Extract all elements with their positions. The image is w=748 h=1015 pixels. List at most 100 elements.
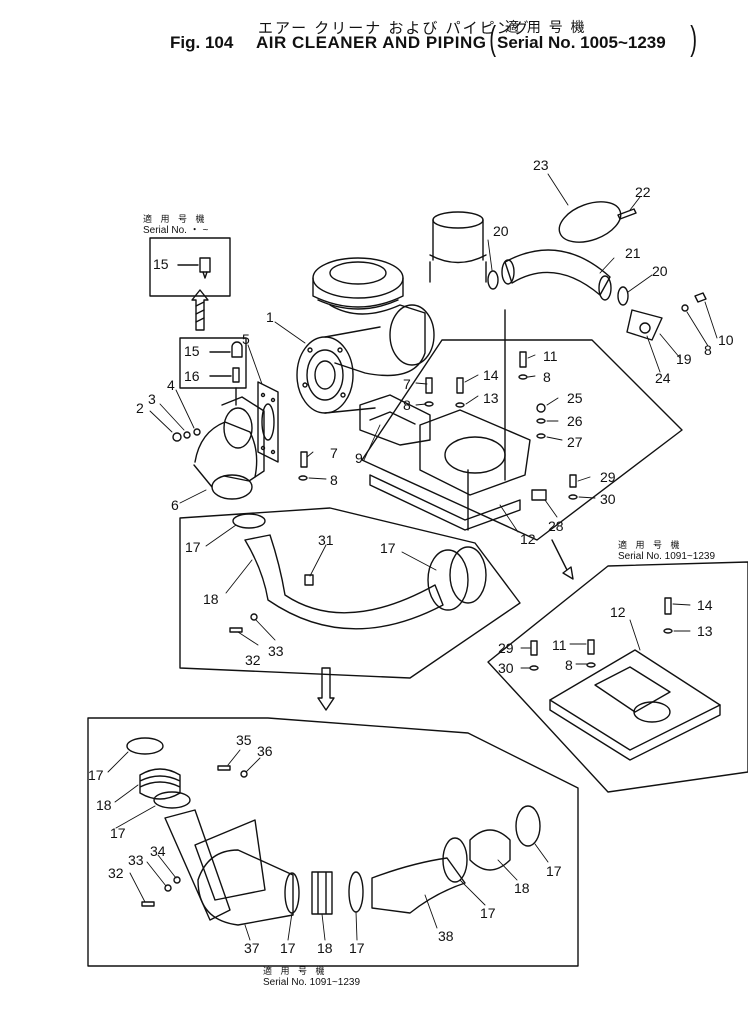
note-right: 適 用 号 機 Serial No. 1091~1239 (618, 540, 715, 562)
figure-number: Fig. 104 (170, 33, 234, 52)
callout-17-mid-left: 17 (185, 539, 201, 555)
bolt-7-lower (300, 451, 308, 468)
bolt-35 (217, 765, 231, 771)
callout-13-alt: 13 (697, 623, 713, 639)
figure-title: AIR CLEANER AND PIPING (256, 33, 487, 52)
callout-24: 24 (655, 370, 671, 386)
washer-4 (193, 428, 201, 436)
air-cleaner-body (296, 257, 435, 446)
callout-15: 15 (184, 343, 200, 359)
washer-8-right (681, 304, 689, 312)
hose-18-middle (244, 534, 487, 630)
leader-lines (107, 173, 718, 941)
note-bottom: 適 用 号 機 Serial No. 1091~1239 (263, 966, 360, 988)
mounting-plate-12 (361, 309, 683, 541)
clamp-17-bottom-d (348, 871, 364, 913)
washer-8-lower (298, 475, 308, 481)
paren-open: ( (489, 20, 497, 58)
bolt-10 (694, 292, 707, 303)
callout-14: 14 (483, 367, 499, 383)
clamp-17-mid-left (232, 513, 266, 529)
callout-35: 35 (236, 732, 252, 748)
bolt-14-alt (664, 597, 672, 615)
bolt-11-alt (587, 639, 595, 655)
clamp-17-bottom-c (284, 872, 300, 914)
callout-20-right: 20 (652, 263, 668, 279)
washer-30-alt (529, 665, 539, 671)
part-16 (232, 367, 240, 383)
callout-29: 29 (600, 469, 616, 485)
precleaner-stack (429, 211, 487, 283)
elbow-6 (193, 396, 265, 500)
grommet-24 (639, 322, 651, 334)
callout-17-b5: 17 (480, 905, 496, 921)
note-right-serial: Serial No. 1091~1239 (618, 551, 716, 562)
callout-20-left: 20 (493, 223, 509, 239)
washer-36 (240, 770, 248, 778)
callout-4: 4 (167, 377, 175, 393)
callout-18-b2: 18 (317, 940, 333, 956)
callout-6: 6 (171, 497, 179, 513)
callout-36: 36 (257, 743, 273, 759)
callout-5: 5 (242, 331, 250, 347)
callout-21: 21 (625, 245, 641, 261)
callout-19: 19 (676, 351, 692, 367)
callout-8-upper: 8 (403, 397, 411, 413)
callout-16: 16 (184, 368, 200, 384)
callout-28: 28 (548, 518, 564, 534)
washer-13-alt (663, 628, 673, 634)
arrow-down-middle (317, 667, 335, 711)
plate-12-alt (549, 649, 721, 761)
callout-33-bottom: 33 (128, 852, 144, 868)
clamp-17-bottom-f (515, 805, 541, 847)
callout-11: 11 (543, 348, 558, 364)
callout-27: 27 (567, 434, 583, 450)
callout-17-b3: 17 (280, 940, 296, 956)
bolt-32-bottom (141, 901, 155, 907)
callout-17-mid-right: 17 (380, 540, 396, 556)
nut-2 (172, 432, 182, 442)
callout-17-b2: 17 (110, 825, 126, 841)
clamp-20-right (617, 286, 629, 306)
callout-17-b1: 17 (88, 767, 104, 783)
callout-34: 34 (150, 843, 166, 859)
gasket-5 (257, 381, 279, 463)
callout-13: 13 (483, 390, 499, 406)
washer-26 (536, 418, 546, 424)
bottom-inset-box (87, 717, 579, 967)
bolt-29 (569, 474, 577, 488)
callout-22: 22 (635, 184, 651, 200)
note-bottom-serial: Serial No. 1091~1239 (263, 977, 361, 988)
part-15 (231, 341, 243, 358)
washer-27 (536, 433, 546, 439)
callout-32-mid: 32 (245, 652, 261, 668)
washer-30 (568, 494, 578, 500)
washer-33-mid (250, 613, 258, 621)
callout-29-alt: 29 (498, 640, 514, 656)
pipe-37-upper (164, 809, 231, 921)
bolt-29-alt (530, 640, 538, 656)
clamp-17-bottom-a (126, 737, 164, 755)
pipe-37 (197, 849, 294, 926)
pipe-21 (501, 249, 612, 301)
bolt-22 (617, 208, 637, 220)
callout-7-lower: 7 (330, 445, 338, 461)
callout-37: 37 (244, 940, 260, 956)
pipe-38 (371, 857, 466, 914)
callout-15-inset: 15 (153, 256, 169, 272)
washer-8-alt (586, 662, 596, 668)
arrow-right-inset (551, 539, 574, 580)
bolt-32-mid (229, 627, 243, 633)
callout-38: 38 (438, 928, 454, 944)
clamp-31 (304, 574, 314, 586)
callout-2: 2 (136, 400, 144, 416)
callout-10: 10 (718, 332, 734, 348)
callout-8-alt: 8 (565, 657, 573, 673)
callout-18-b3: 18 (514, 880, 530, 896)
callout-8-lower: 8 (330, 472, 338, 488)
figure-serial-range: Serial No. 1005~1239 (497, 33, 666, 52)
callout-23: 23 (533, 157, 549, 173)
arrow-up-inset (191, 289, 209, 331)
middle-hose-box (179, 507, 521, 679)
